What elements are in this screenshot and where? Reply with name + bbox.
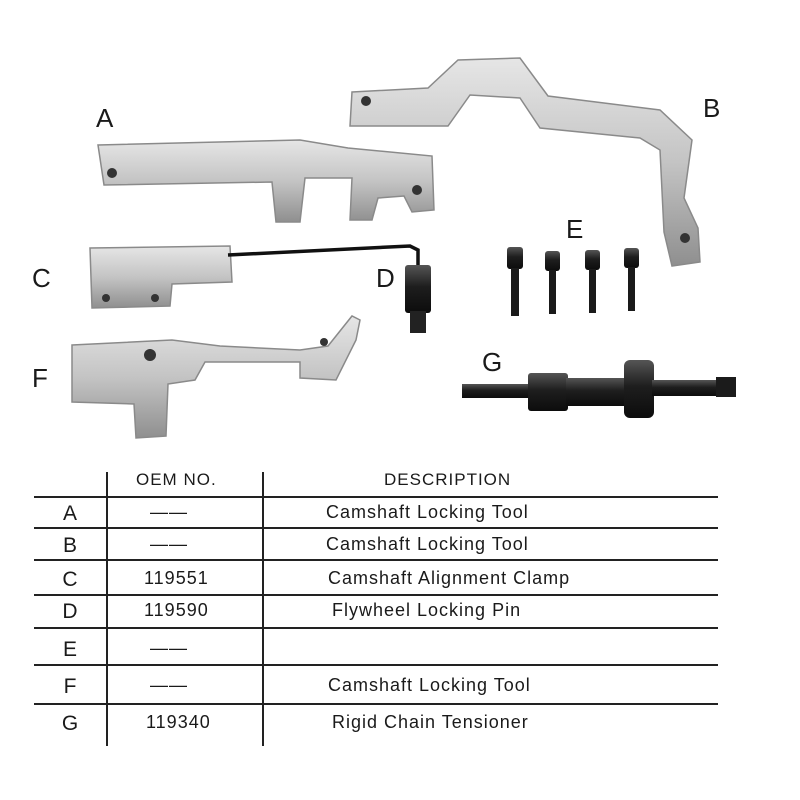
column-divider-2 — [262, 472, 264, 746]
row-e-letter: E — [62, 638, 77, 661]
tool-set-photo: A B C D E F G — [32, 57, 736, 439]
row-a-oem: —— — [150, 502, 188, 522]
row-divider — [34, 664, 718, 666]
tool-d-flywheel-locking-pin — [227, 244, 431, 333]
row-divider — [34, 559, 718, 561]
row-g-oem: 119340 — [146, 712, 211, 732]
label-d: D — [376, 263, 395, 293]
row-f-description: Camshaft Locking Tool — [328, 675, 531, 695]
row-c-oem: 119551 — [144, 568, 209, 588]
row-a-letter: A — [62, 502, 77, 525]
bolt-3-icon — [585, 250, 600, 313]
tool-f-camshaft-locking-tool — [71, 315, 361, 439]
parts-table: OEM NO. DESCRIPTION A —— Camshaft Lockin… — [34, 466, 718, 746]
row-b-letter: B — [62, 534, 77, 557]
label-e: E — [566, 214, 583, 244]
label-f: F — [32, 363, 48, 393]
row-f-letter: F — [63, 675, 77, 698]
row-d-description: Flywheel Locking Pin — [332, 600, 522, 620]
header-divider — [34, 496, 718, 498]
row-c-letter: C — [62, 568, 78, 591]
row-b-description: Camshaft Locking Tool — [326, 534, 529, 554]
row-divider — [34, 527, 718, 529]
row-g-description: Rigid Chain Tensioner — [332, 712, 529, 732]
bolt-2-icon — [545, 251, 560, 314]
bolt-1-icon — [507, 247, 523, 316]
row-divider — [34, 594, 718, 596]
header-description: DESCRIPTION — [384, 470, 512, 489]
tool-c-camshaft-alignment-clamp — [89, 245, 233, 309]
row-e-oem: —— — [150, 638, 188, 658]
row-divider — [34, 703, 718, 705]
row-c-description: Camshaft Alignment Clamp — [328, 568, 571, 588]
label-g: G — [482, 347, 502, 377]
bolt-4-icon — [624, 248, 639, 311]
row-b-oem: —— — [150, 534, 188, 554]
label-a: A — [96, 103, 114, 133]
row-f-oem: —— — [150, 675, 188, 695]
row-d-oem: 119590 — [144, 600, 209, 620]
label-b: B — [703, 93, 720, 123]
row-a-description: Camshaft Locking Tool — [326, 502, 529, 522]
column-divider-1 — [106, 472, 108, 746]
tool-a-camshaft-locking-tool — [97, 139, 435, 223]
bolt-set-e — [507, 247, 639, 316]
tool-b-camshaft-locking-tool — [349, 57, 701, 267]
label-c: C — [32, 263, 51, 293]
tool-g-rigid-chain-tensioner — [462, 360, 736, 418]
row-d-letter: D — [62, 600, 78, 623]
header-oem-no: OEM NO. — [136, 470, 217, 489]
row-divider — [34, 627, 718, 629]
row-g-letter: G — [61, 712, 79, 735]
